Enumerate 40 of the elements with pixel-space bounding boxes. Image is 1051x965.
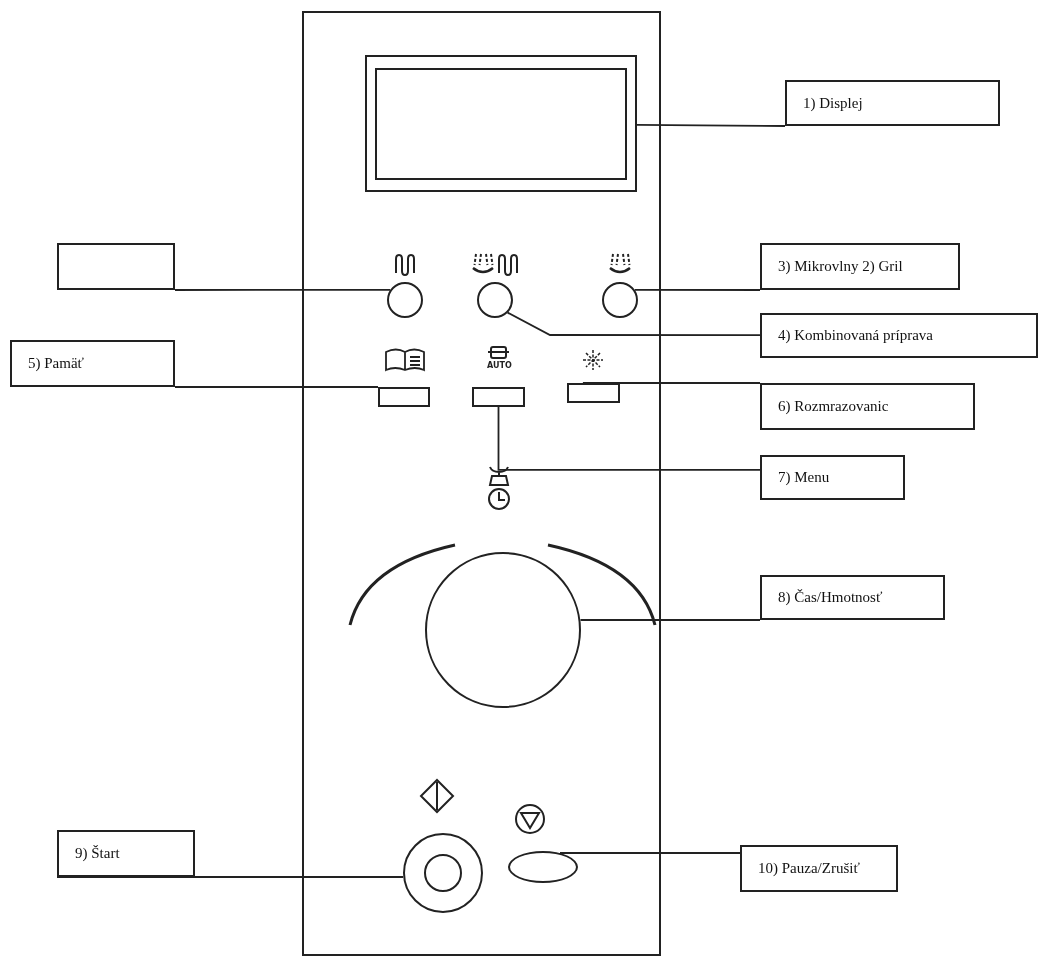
- callout-text: 4) Kombinovaná príprava: [778, 327, 933, 344]
- callout-box: [760, 383, 975, 430]
- start-button: [403, 833, 483, 913]
- callout-text: 3) Mikrovlny 2) Gril: [778, 258, 903, 275]
- callout-text: 6) Rozmrazovanic: [778, 398, 889, 415]
- round-button: [477, 282, 513, 318]
- callout-box: [760, 243, 960, 290]
- leader-line: [174, 289, 391, 291]
- callout-text: 10) Pauza/Zrušiť: [758, 860, 860, 877]
- mode-label: AUTO: [487, 361, 512, 370]
- leader-line: [506, 311, 761, 336]
- callout-text: 5) Pamäť: [28, 355, 84, 372]
- callout-text: 7) Menu: [778, 469, 830, 486]
- callout-box: [785, 80, 1000, 126]
- leader-line: [174, 386, 379, 388]
- round-button: [387, 282, 423, 318]
- round-button: [602, 282, 638, 318]
- key-button: [567, 383, 620, 403]
- key-button: [472, 387, 525, 407]
- callout-box: [740, 845, 898, 892]
- callout-text: 8) Čas/Hmotnosť: [778, 589, 883, 606]
- dial-knob: [425, 552, 581, 708]
- leader-line: [56, 876, 405, 878]
- callout-box: [760, 313, 1038, 358]
- leader-line: [559, 852, 741, 854]
- callout-box: [57, 830, 195, 877]
- callout-box: [57, 243, 175, 290]
- callout-box: [10, 340, 175, 387]
- key-button: [378, 387, 430, 407]
- callout-text: 9) Štart: [75, 845, 120, 862]
- callout-text: 1) Displej: [803, 94, 863, 112]
- leader-line: [636, 124, 786, 127]
- leader-line: [497, 406, 761, 471]
- callout-box: [760, 455, 905, 500]
- leader-line: [582, 382, 761, 384]
- display-screen: [365, 55, 637, 192]
- callout-box: [760, 575, 945, 620]
- leader-line: [634, 289, 761, 291]
- pause-button: [508, 851, 578, 883]
- leader-line: [579, 619, 761, 621]
